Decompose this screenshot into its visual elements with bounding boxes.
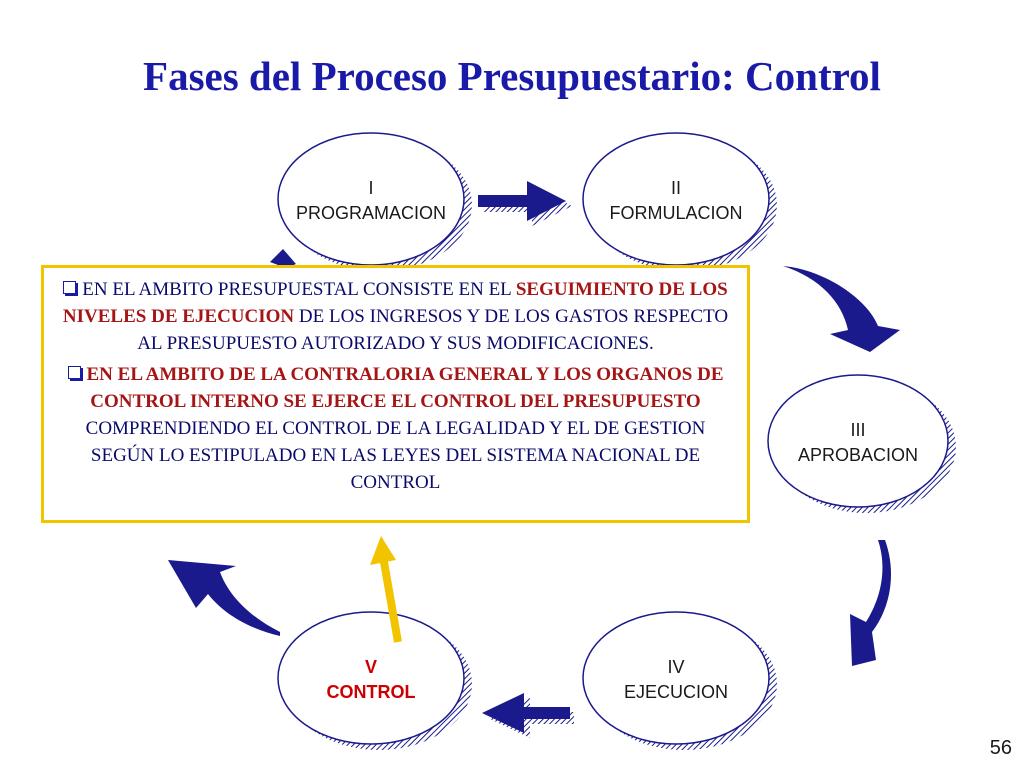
page-number: 56 xyxy=(989,737,1012,759)
info-p2-text-b: COMPRENDIENDO EL CONTROL DE LA LEGALIDAD… xyxy=(85,418,706,493)
phase-label-aprobacion: III APROBACION xyxy=(768,418,948,468)
phase-name: APROBACION xyxy=(797,445,919,465)
info-paragraph-2: EN EL AMBITO DE LA CONTRALORIA GENERAL Y… xyxy=(58,361,733,496)
phase-name: CONTROL xyxy=(326,682,416,702)
phase-node-ejecucion xyxy=(582,611,777,750)
page-title: Fases del Proceso Presupuestario: Contro… xyxy=(143,53,881,99)
phase-numeral: V xyxy=(364,657,377,677)
checkbox-bullet-icon xyxy=(63,281,77,294)
phase-node-programacion xyxy=(277,132,472,271)
arrow-formulacion-to-aprobacion xyxy=(783,266,900,352)
info-p1-text-c: DE LOS INGRESOS Y DE LOS GASTOS RESPECTO… xyxy=(137,306,729,354)
info-p2-highlight: EN EL AMBITO DE LA CONTRALORIA GENERAL Y… xyxy=(86,364,724,412)
phase-name: FORMULACION xyxy=(609,203,743,223)
arrow-control-to-programacion xyxy=(168,249,296,636)
phase-numeral: I xyxy=(368,178,374,198)
phase-numeral: IV xyxy=(667,657,685,677)
info-p1-highlight: SEGUIMIENTO DE LOS NIVELES DE EJECUCION xyxy=(62,279,728,327)
phase-numeral: II xyxy=(670,178,681,198)
checkbox-bullet-icon xyxy=(67,366,81,379)
arrow-ejecucion-to-control xyxy=(482,693,574,738)
phase-label-control: V CONTROL xyxy=(281,655,461,705)
phase-node-aprobacion xyxy=(767,374,956,513)
phase-label-ejecucion: IV EJECUCION xyxy=(586,655,766,705)
arrow-programacion-to-formulacion xyxy=(478,181,572,226)
info-p1-text-a: EN EL AMBITO PRESUPUESTAL CONSISTE EN EL xyxy=(82,279,512,300)
phase-node-formulacion xyxy=(582,132,777,271)
phase-name: EJECUCION xyxy=(623,682,728,702)
phase-label-formulacion: II FORMULACION xyxy=(586,176,766,226)
info-paragraph-1: EN EL AMBITO PRESUPUESTAL CONSISTE EN EL… xyxy=(58,276,733,357)
phase-numeral: III xyxy=(850,420,866,440)
arrow-aprobacion-to-ejecucion xyxy=(850,540,892,666)
phase-node-control xyxy=(277,611,472,750)
control-description-box: EN EL AMBITO PRESUPUESTAL CONSISTE EN EL… xyxy=(41,265,750,523)
phase-name: PROGRAMACION xyxy=(295,203,446,223)
phase-label-programacion: I PROGRAMACION xyxy=(281,176,461,226)
pointer-arrow-control-to-info xyxy=(370,536,402,643)
